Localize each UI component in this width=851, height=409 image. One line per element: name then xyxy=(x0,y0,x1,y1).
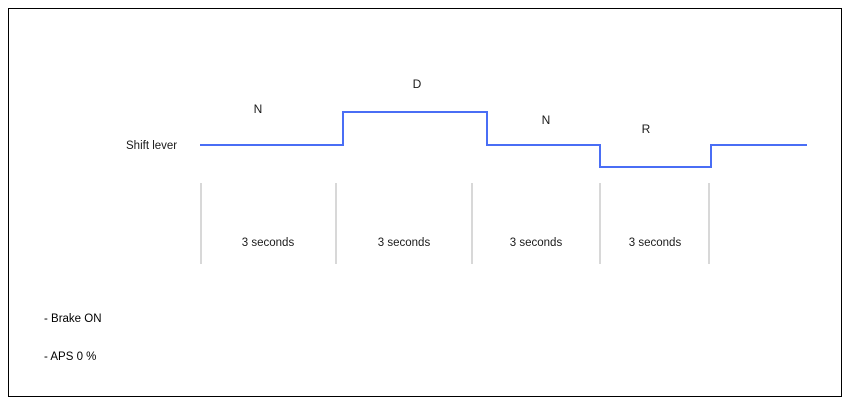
note-brake-on: - Brake ON xyxy=(44,313,102,325)
shift-lever-signal-trace xyxy=(200,111,807,168)
gear-label-n-first: N xyxy=(253,102,263,116)
duration-tick-group xyxy=(200,183,710,264)
shift-lever-axis-label: Shift lever xyxy=(126,140,178,152)
duration-label-4: 3 seconds xyxy=(628,237,682,249)
gear-label-d: D xyxy=(412,77,422,91)
gear-label-n-second: N xyxy=(541,113,551,127)
note-aps-zero: - APS 0 % xyxy=(44,351,97,363)
duration-label-3: 3 seconds xyxy=(509,237,563,249)
duration-label-2: 3 seconds xyxy=(377,237,431,249)
duration-label-1: 3 seconds xyxy=(241,237,295,249)
figure-border xyxy=(8,8,842,397)
gear-label-r: R xyxy=(641,122,651,136)
condition-notes: - Brake ON - APS 0 % xyxy=(44,313,102,389)
